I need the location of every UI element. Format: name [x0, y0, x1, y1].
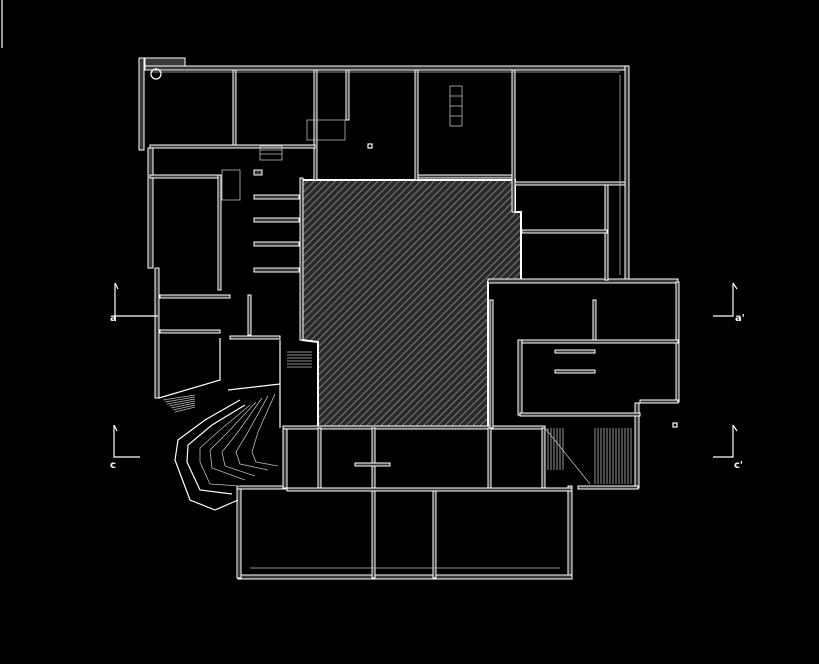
stair-tread — [162, 394, 196, 401]
stair-top — [221, 85, 463, 201]
stair-tread — [544, 427, 591, 485]
stair-tread — [174, 406, 196, 413]
svg-text:c: c — [110, 460, 116, 471]
interior-walls — [149, 69, 679, 579]
column-circle — [150, 68, 162, 80]
hatched-courtyard — [301, 179, 522, 429]
svg-text:c': c' — [734, 460, 743, 471]
section-marker-c-right: c' — [713, 424, 743, 471]
auditorium-seating — [174, 340, 281, 511]
section-marker-c-left: c — [110, 424, 140, 471]
svg-text:a': a' — [735, 313, 745, 324]
stair-right — [544, 427, 632, 485]
column-marker — [367, 143, 373, 149]
section-marker-a-right: a' — [713, 282, 745, 324]
stair-tread — [172, 404, 196, 411]
windows — [150, 71, 621, 569]
stair-tread — [168, 400, 196, 407]
stair-tread — [166, 398, 196, 405]
section-marker-a-left: a — [110, 282, 158, 324]
stair-left-small — [162, 351, 312, 413]
column-marker — [672, 422, 678, 428]
stair-tread — [164, 396, 196, 403]
left-wing-wall — [158, 338, 221, 399]
svg-text:a: a — [110, 313, 117, 324]
stair-tread — [170, 402, 196, 409]
